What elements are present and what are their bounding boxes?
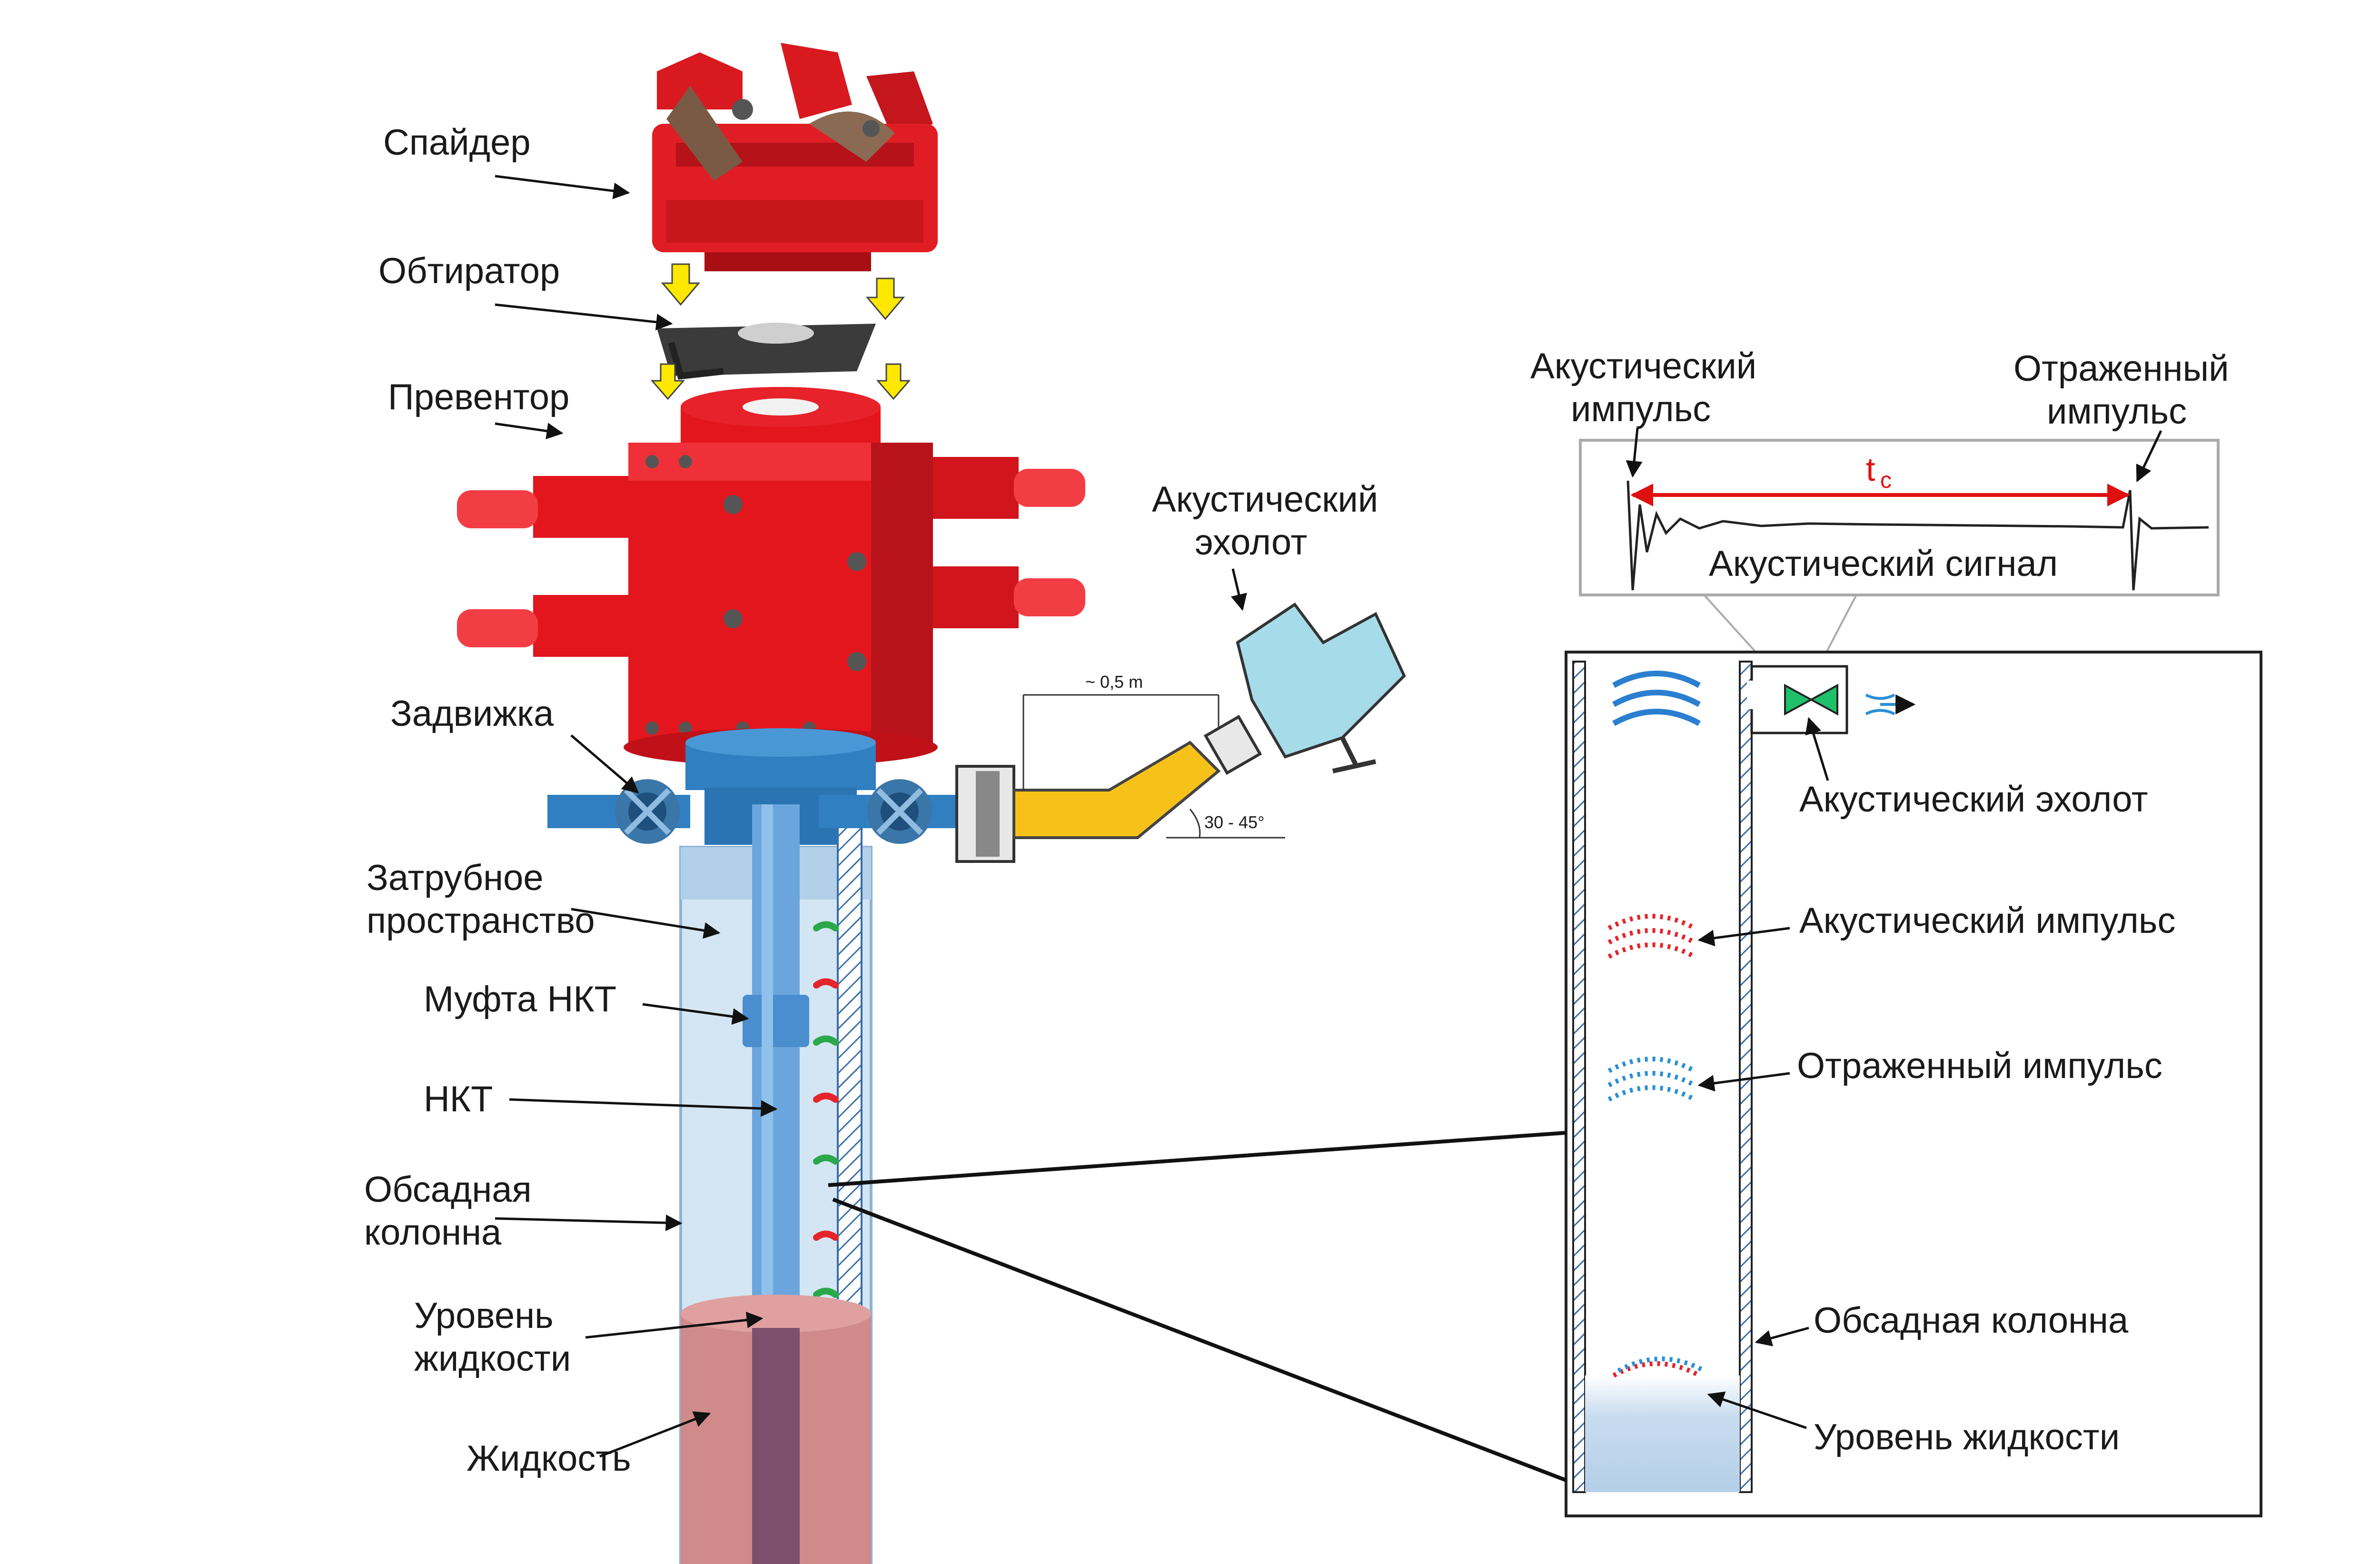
sound-wave-icon bbox=[1612, 671, 1701, 726]
label-echosounder-line2: эхолот bbox=[1195, 522, 1307, 563]
label-preventer: Превентор bbox=[388, 377, 569, 417]
pulse-label-line2: импульс bbox=[1571, 389, 1711, 429]
label-valve: Задвижка bbox=[390, 693, 554, 734]
label-tubing: НКТ bbox=[424, 1079, 493, 1119]
detail-fluid-level: Уровень жидкости bbox=[1814, 1417, 2120, 1457]
valve-handwheel-icon bbox=[615, 779, 680, 844]
label-annulus-line2: пространство bbox=[367, 901, 595, 941]
detail-casing: Обсадная колонна bbox=[1814, 1300, 2129, 1341]
signal-label: Акустический сигнал bbox=[1709, 544, 2058, 584]
bowtie-valve-icon bbox=[1784, 683, 1838, 716]
reflected-label-line2: импульс bbox=[2047, 391, 2187, 432]
zoom-lines bbox=[828, 1131, 1567, 1482]
dim-angle-label: 30 - 45° bbox=[1204, 812, 1264, 832]
preventer bbox=[457, 387, 1085, 766]
signal-panel: t c Акустический сигнал bbox=[1579, 439, 2220, 596]
detail-echosounder: Акустический эхолот bbox=[1799, 779, 2148, 820]
label-spider: Спайдер bbox=[383, 122, 531, 163]
annulus-pulses bbox=[813, 921, 839, 1298]
label-obturator: Обтиратор bbox=[378, 251, 560, 291]
pulse-label-line1: Акустический bbox=[1530, 346, 1756, 386]
tubing bbox=[743, 804, 809, 1328]
label-echosounder-line1: Акустический bbox=[1152, 479, 1378, 520]
side-valves bbox=[547, 779, 962, 844]
echosounder-device bbox=[1203, 602, 1406, 775]
label-casing-line2: колонна bbox=[364, 1212, 502, 1253]
label-casing-line1: Обсадная bbox=[364, 1169, 532, 1210]
detail-panel bbox=[1565, 651, 2262, 1517]
label-fluid-level-line2: жидкости bbox=[414, 1338, 571, 1379]
dimension-lines bbox=[1022, 694, 1285, 839]
valve-handwheel-icon bbox=[867, 779, 932, 844]
time-symbol: t bbox=[1866, 451, 1875, 488]
spider bbox=[652, 43, 938, 271]
dim-distance-label: ~ 0,5 m bbox=[1085, 672, 1143, 692]
detail-acoustic-pulse: Акустический импульс bbox=[1799, 901, 2175, 941]
label-coupling: Муфта НКТ bbox=[424, 979, 616, 1020]
time-subscript: c bbox=[1880, 468, 1892, 493]
fluid bbox=[681, 1295, 871, 1564]
acoustic-pulse-wave bbox=[1607, 914, 1696, 959]
down-arrow-icon bbox=[650, 263, 911, 400]
label-fluid-level-line1: Уровень bbox=[414, 1296, 554, 1336]
detail-reflected-pulse: Отраженный импульс bbox=[1797, 1046, 2162, 1086]
reflected-pulse-wave bbox=[1607, 1057, 1696, 1102]
echosounder-pipe bbox=[955, 741, 1221, 863]
sound-wave-icon bbox=[1865, 693, 1916, 715]
label-annulus-line1: Затрубное bbox=[367, 858, 544, 898]
reflected-label-line1: Отраженный bbox=[2013, 348, 2229, 389]
obturator bbox=[657, 323, 876, 380]
fluid-level-pulses bbox=[1612, 1356, 1706, 1378]
label-fluid: Жидкость bbox=[466, 1438, 631, 1479]
